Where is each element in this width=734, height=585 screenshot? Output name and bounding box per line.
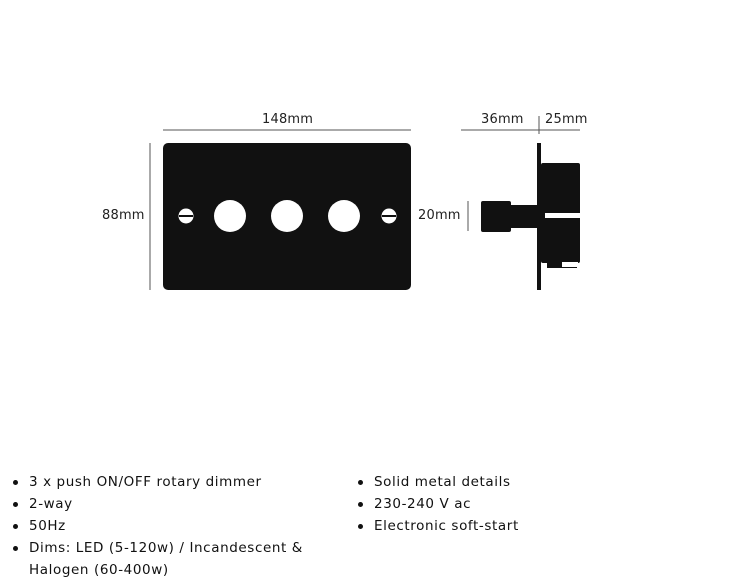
spec-list-left: 3 x push ON/OFF rotary dimmer 2-way 50Hz…: [12, 471, 332, 581]
spec-list-right: Solid metal details 230-240 V ac Electro…: [357, 471, 657, 537]
spec-item: Solid metal details: [357, 471, 657, 493]
height-label: 88mm: [102, 208, 145, 223]
spec-item: Dims: LED (5-120w) / Incandescent & Halo…: [12, 537, 332, 581]
spec-item: 50Hz: [12, 515, 332, 537]
spec-item: Electronic soft-start: [357, 515, 657, 537]
spec-item: 2-way: [12, 493, 332, 515]
spec-item: 230-240 V ac: [357, 493, 657, 515]
dimmer-knob-3: [328, 200, 360, 232]
screw-left: [178, 208, 194, 224]
depth-back-label: 25mm: [545, 112, 588, 127]
knob-size-label: 20mm: [418, 208, 461, 223]
product-diagram: 148mm 88mm 36mm 25mm 20mm: [102, 112, 588, 290]
spec-item: 3 x push ON/OFF rotary dimmer: [12, 471, 332, 493]
screw-right: [381, 208, 397, 224]
width-label: 148mm: [262, 112, 314, 127]
dimmer-knob-2: [271, 200, 303, 232]
technical-drawing: [149, 116, 580, 290]
dimmer-knob-1: [214, 200, 246, 232]
depth-front-label: 36mm: [481, 112, 524, 127]
side-view: [481, 143, 580, 290]
